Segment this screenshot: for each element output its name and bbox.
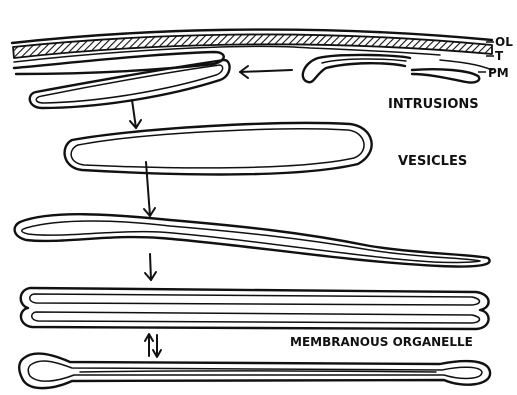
- label-ol: OL: [495, 35, 513, 49]
- intrusion-fold-right: [412, 69, 479, 82]
- elongated-sac-outer: [15, 214, 490, 266]
- membranous-organelle-stack: [21, 288, 489, 329]
- label-membranous-organelle: MEMBRANOUS ORGANELLE: [290, 335, 473, 349]
- elongated-sac: [15, 214, 490, 266]
- arrow-down-3: [145, 254, 156, 280]
- cell-wall-layers: [12, 30, 492, 62]
- detaching-vesicle: [30, 60, 292, 108]
- plasma-membrane-end: [440, 60, 492, 70]
- arrow-down-2: [144, 162, 155, 216]
- membranous-organelle-final: [19, 354, 490, 388]
- organelle-fold-inner-bottom: [32, 312, 480, 323]
- arrow-down-1: [130, 100, 141, 128]
- label-pm: PM: [488, 66, 509, 80]
- organelle-fold-inner-top: [30, 294, 480, 305]
- membrane-intrusions: [14, 52, 492, 83]
- organelle-final-midline: [80, 371, 436, 372]
- layer-labels: OL T PM: [478, 35, 513, 80]
- label-intrusions: INTRUSIONS: [388, 97, 479, 112]
- label-t: T: [495, 49, 504, 63]
- vesicle: [65, 123, 372, 175]
- label-vesicles: VESICLES: [398, 154, 467, 169]
- arrow-left: [240, 66, 292, 78]
- reversible-arrows: [145, 334, 161, 357]
